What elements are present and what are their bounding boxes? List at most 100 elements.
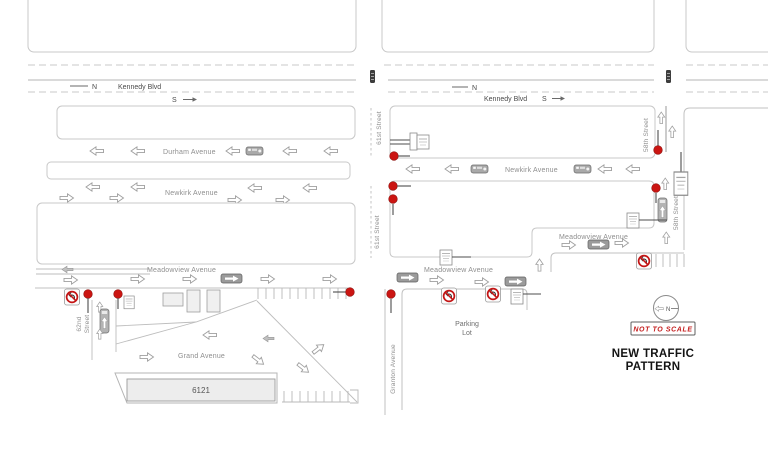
right-arrow-icon — [59, 193, 74, 203]
island-edge — [115, 321, 197, 345]
right-arrow-icon — [561, 240, 576, 250]
left-arrow-gray-icon — [61, 265, 74, 274]
bus-icon — [657, 197, 668, 223]
left-arrow-icon — [444, 164, 459, 174]
traffic-signal-dot — [345, 287, 355, 297]
scale-note: NOT TO SCALE — [630, 321, 696, 336]
newkirk-avenue-right: Newkirk Avenue — [405, 164, 640, 174]
58th-street: 58th Street 58th Street — [643, 106, 689, 244]
meadowview-avenue-lower: Meadowview Avenue — [386, 249, 541, 313]
street-label-durham: Durham Avenue — [163, 149, 216, 156]
island-edge — [115, 299, 258, 327]
no-turn-sign-icon — [63, 288, 81, 306]
block-north-right — [685, 0, 768, 53]
parking-lot-label-line2: Lot — [462, 330, 472, 337]
parking-lot-label-line1: Parking — [455, 321, 479, 328]
up-arrow-icon — [662, 231, 671, 244]
parking-hatch — [257, 288, 347, 299]
no-turn-sign-icon — [635, 252, 653, 270]
62nd-street: 62nd Street — [63, 288, 135, 360]
diagram-title-line1: NEW TRAFFIC — [612, 348, 695, 360]
street-label-kennedy-left: Kennedy Blvd — [118, 84, 161, 91]
left-arrow-icon — [405, 164, 420, 174]
building-number: 6121 — [192, 386, 210, 395]
street-label-62nd-line2: Street — [84, 315, 91, 334]
bus-arrow-icon — [396, 272, 419, 283]
compass-north-label: N — [666, 307, 670, 313]
street-label-62nd-line1: 62nd — [76, 316, 83, 331]
bus-arrow-icon — [587, 239, 610, 250]
traffic-signal-dot — [388, 181, 398, 191]
bus-arrow-icon — [220, 273, 243, 284]
street-label-meadowview-left: Meadowview Avenue — [147, 267, 216, 274]
right-arrow-icon — [429, 275, 444, 285]
bus-icon — [470, 164, 489, 174]
diagonal-arrow-icon — [249, 352, 267, 368]
parking-hatch — [283, 391, 349, 402]
street-label-61st-lower: 61st Street — [374, 215, 381, 249]
street-label-58th-upper: 58th Street — [643, 118, 650, 152]
left-arrow-icon — [597, 164, 612, 174]
block-newkirk-meadowview — [36, 202, 356, 265]
traffic-signal-dot — [651, 183, 661, 193]
street-label-newkirk-right: Newkirk Avenue — [505, 167, 558, 174]
bus-arrow-icon — [504, 276, 527, 287]
shelter-structure — [206, 289, 221, 313]
meadowview-avenue-upper: Meadowview Avenue — [559, 234, 685, 270]
diagram-title-line2: PATTERN — [626, 361, 681, 373]
traffic-signal-dot — [388, 194, 398, 204]
parking-sign-icon — [123, 295, 135, 310]
parking-hatch — [655, 254, 685, 267]
left-arrow-icon — [202, 330, 217, 340]
compass: N — [653, 295, 679, 321]
left-arrow-icon — [85, 182, 100, 192]
building-footprint — [126, 378, 276, 402]
parking-sign-icon — [673, 171, 689, 196]
right-arrow-icon — [139, 352, 154, 362]
street-label-grand: Grand Avenue — [178, 353, 225, 360]
block-east-of-58th-edge — [683, 107, 768, 250]
scale-note-text: NOT TO SCALE — [633, 327, 692, 334]
parking-sign-icon — [626, 212, 640, 229]
up-arrow-icon — [535, 258, 544, 272]
block-newkirk-meadowview-right — [389, 180, 655, 258]
up-arrow-icon — [657, 111, 666, 124]
no-turn-sign-icon — [440, 287, 458, 305]
kennedy-blvd-right: N Kennedy Blvd S — [384, 64, 768, 103]
signal-head-icon — [369, 69, 376, 84]
street-label-kennedy-right: Kennedy Blvd — [484, 96, 527, 103]
street-label-newkirk-left: Newkirk Avenue — [165, 190, 218, 197]
up-arrow-icon — [668, 125, 677, 138]
street-label-meadowview-lower: Meadowview Avenue — [424, 267, 493, 274]
kennedy-blvd-left: N Kennedy Blvd S — [28, 64, 356, 104]
parking-sign-icon — [409, 132, 418, 151]
left-arrow-icon — [130, 182, 145, 192]
north-marker: N — [92, 84, 97, 91]
block-kennedy-durham — [56, 105, 356, 140]
durham-avenue: Durham Avenue — [89, 146, 338, 156]
block-north-mid — [381, 0, 655, 53]
ramp-edge — [256, 300, 358, 403]
parking-lot-block-edge — [401, 288, 528, 410]
diagonal-arrow-icon — [294, 360, 312, 376]
signal-head-icon — [665, 69, 672, 84]
left-arrow-icon — [89, 146, 104, 156]
south-marker: S — [172, 97, 177, 104]
parking-sign-icon — [510, 288, 524, 305]
traffic-signal-dot — [113, 289, 123, 299]
block-north-left — [27, 0, 357, 53]
street-label-61st-upper: 61st Street — [376, 111, 383, 145]
right-arrow-icon — [109, 193, 124, 203]
meadowview-avenue-left: Meadowview Avenue — [35, 265, 355, 299]
bus-icon — [99, 308, 110, 334]
left-arrow-icon — [282, 146, 297, 156]
left-arrow-gray-icon — [262, 334, 275, 343]
block-south-meadowview-upper-edge — [550, 252, 684, 272]
right-arrow-icon — [63, 275, 78, 285]
diagonal-arrow-icon — [310, 340, 327, 357]
street-label-meadowview-upper: Meadowview Avenue — [559, 234, 628, 241]
left-arrow-icon — [247, 183, 262, 193]
traffic-signal-dot — [389, 151, 399, 161]
